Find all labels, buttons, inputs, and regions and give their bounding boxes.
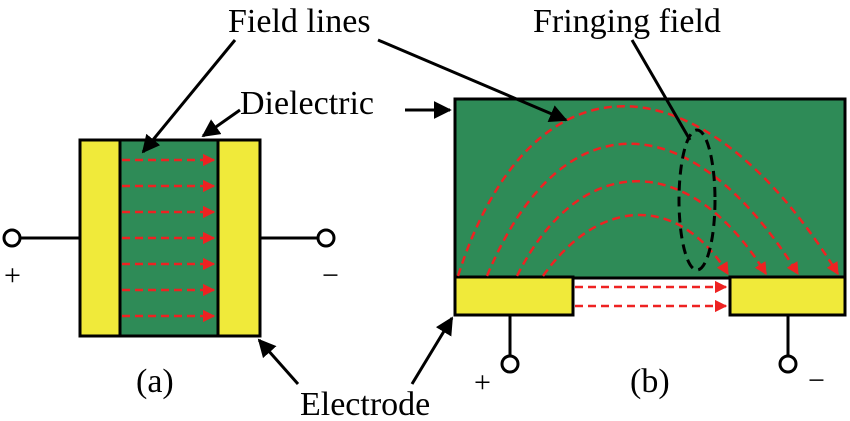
- terminal-right-a: [316, 228, 336, 248]
- electrode-right-a: [216, 138, 262, 338]
- field-line-arc: [541, 213, 730, 277]
- label-field-lines: Field lines: [228, 3, 371, 40]
- negative-sign-b: −: [808, 364, 825, 397]
- field-lines-a: [122, 153, 216, 323]
- pointer-dielectric-a: [201, 108, 241, 138]
- field-lines-b: [456, 105, 840, 313]
- negative-sign-a: −: [322, 259, 339, 292]
- panel-a-capacitor: + −: [2, 138, 339, 338]
- pointer-electrode-b: [410, 316, 454, 385]
- pointer-fringing-field: [630, 39, 692, 141]
- field-line-arc: [485, 142, 800, 277]
- electrode-right-b: [728, 275, 847, 317]
- label-fringing-field: Fringing field: [533, 3, 721, 40]
- field-line-arc: [515, 180, 768, 277]
- positive-sign-a: +: [4, 259, 21, 292]
- terminal-right-b: [778, 354, 798, 374]
- terminal-left-a: [2, 228, 22, 248]
- annotation-pointers: [141, 38, 692, 385]
- pointer-field-lines-a: [141, 39, 237, 154]
- electrode-left-a: [78, 138, 122, 338]
- label-panel-a: (a): [136, 363, 174, 400]
- fringing-field-ellipse: [677, 128, 717, 272]
- label-electrode: Electrode: [300, 386, 430, 421]
- terminal-left-b: [500, 354, 520, 374]
- dielectric-b: [453, 97, 847, 280]
- label-dielectric: Dielectric: [240, 85, 374, 122]
- pointer-field-lines-b: [377, 38, 568, 122]
- positive-sign-b: +: [474, 366, 491, 399]
- panel-b-fringing: + −: [453, 97, 847, 399]
- label-panel-b: (b): [630, 363, 670, 400]
- pointer-electrode-a: [257, 338, 300, 385]
- electrode-left-b: [453, 275, 575, 317]
- field-line-arc: [456, 105, 840, 277]
